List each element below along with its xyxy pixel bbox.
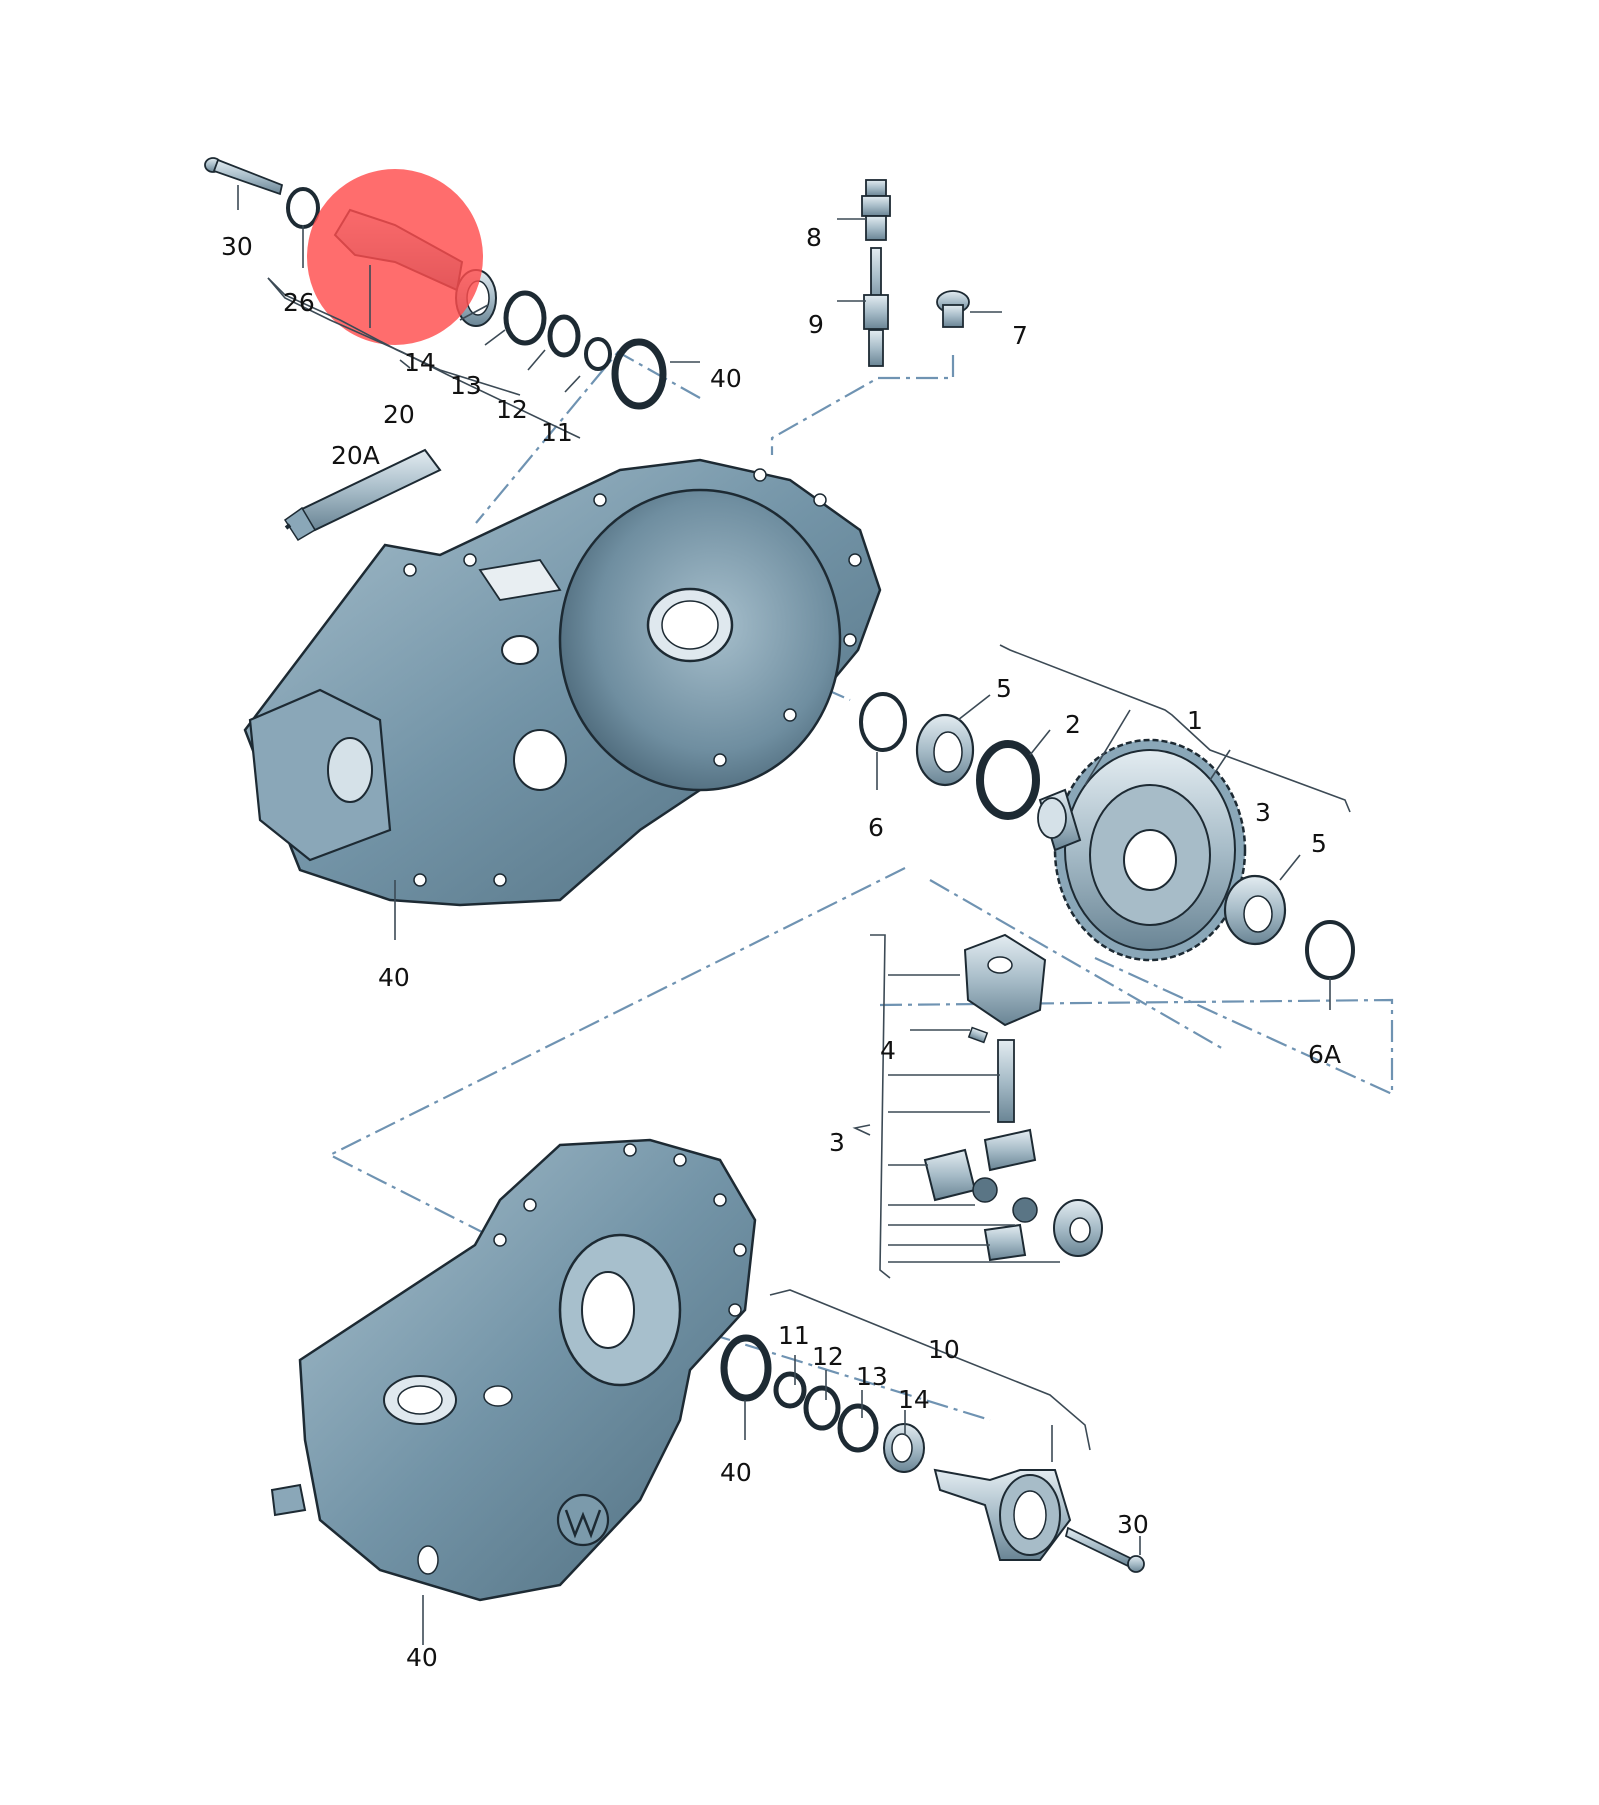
top-bolt xyxy=(204,157,284,196)
highlight-circle-icon xyxy=(307,169,483,345)
callout-9: 9 xyxy=(808,310,824,339)
callout-1: 1 xyxy=(1187,706,1203,735)
callout-40-top: 40 xyxy=(710,364,742,393)
callout-30-bot: 30 xyxy=(1117,1510,1149,1539)
final-drive-gear xyxy=(1037,738,1247,962)
callout-40-ring: 40 xyxy=(720,1458,752,1487)
speedo-drive xyxy=(861,179,891,367)
bottom-flange-assembly xyxy=(720,1334,1145,1573)
callout-6a: 6A xyxy=(1308,1040,1342,1069)
sealant-tube xyxy=(283,448,442,542)
callout-2: 2 xyxy=(1065,710,1081,739)
leader-lines xyxy=(237,185,1351,1645)
callout-40-bot: 40 xyxy=(406,1643,438,1672)
callout-11-top: 11 xyxy=(541,418,573,447)
callout-12-bot: 12 xyxy=(812,1342,844,1371)
differential-bearings xyxy=(859,692,1040,820)
callout-3-gear: 3 xyxy=(1255,798,1271,827)
callout-14-top: 14 xyxy=(404,348,436,377)
callout-14-bot: 14 xyxy=(898,1385,930,1414)
callout-7: 7 xyxy=(1012,321,1028,350)
callout-11-bot: 11 xyxy=(778,1321,810,1350)
callout-10: 10 xyxy=(928,1335,960,1364)
callout-13-bot: 13 xyxy=(856,1362,888,1391)
callout-20: 20 xyxy=(383,400,415,429)
callout-5-b: 5 xyxy=(1311,829,1327,858)
callout-3-diff: 3 xyxy=(829,1128,845,1157)
callout-40-mid: 40 xyxy=(378,963,410,992)
callout-20a: 20A xyxy=(331,441,380,470)
drain-plug xyxy=(936,290,970,328)
callout-12-top: 12 xyxy=(496,395,528,424)
callout-4: 4 xyxy=(880,1036,896,1065)
lower-gearbox-housing xyxy=(270,1138,757,1602)
top-flange-assembly xyxy=(204,157,667,410)
right-bearing xyxy=(1223,874,1355,980)
upper-gearbox-housing xyxy=(243,458,882,907)
callout-13-top: 13 xyxy=(450,371,482,400)
callout-6: 6 xyxy=(868,813,884,842)
callout-26: 26 xyxy=(283,288,315,317)
differential-internals xyxy=(923,933,1103,1262)
callout-30-top: 30 xyxy=(221,232,253,261)
callout-8: 8 xyxy=(806,223,822,252)
callout-5-a: 5 xyxy=(996,674,1012,703)
